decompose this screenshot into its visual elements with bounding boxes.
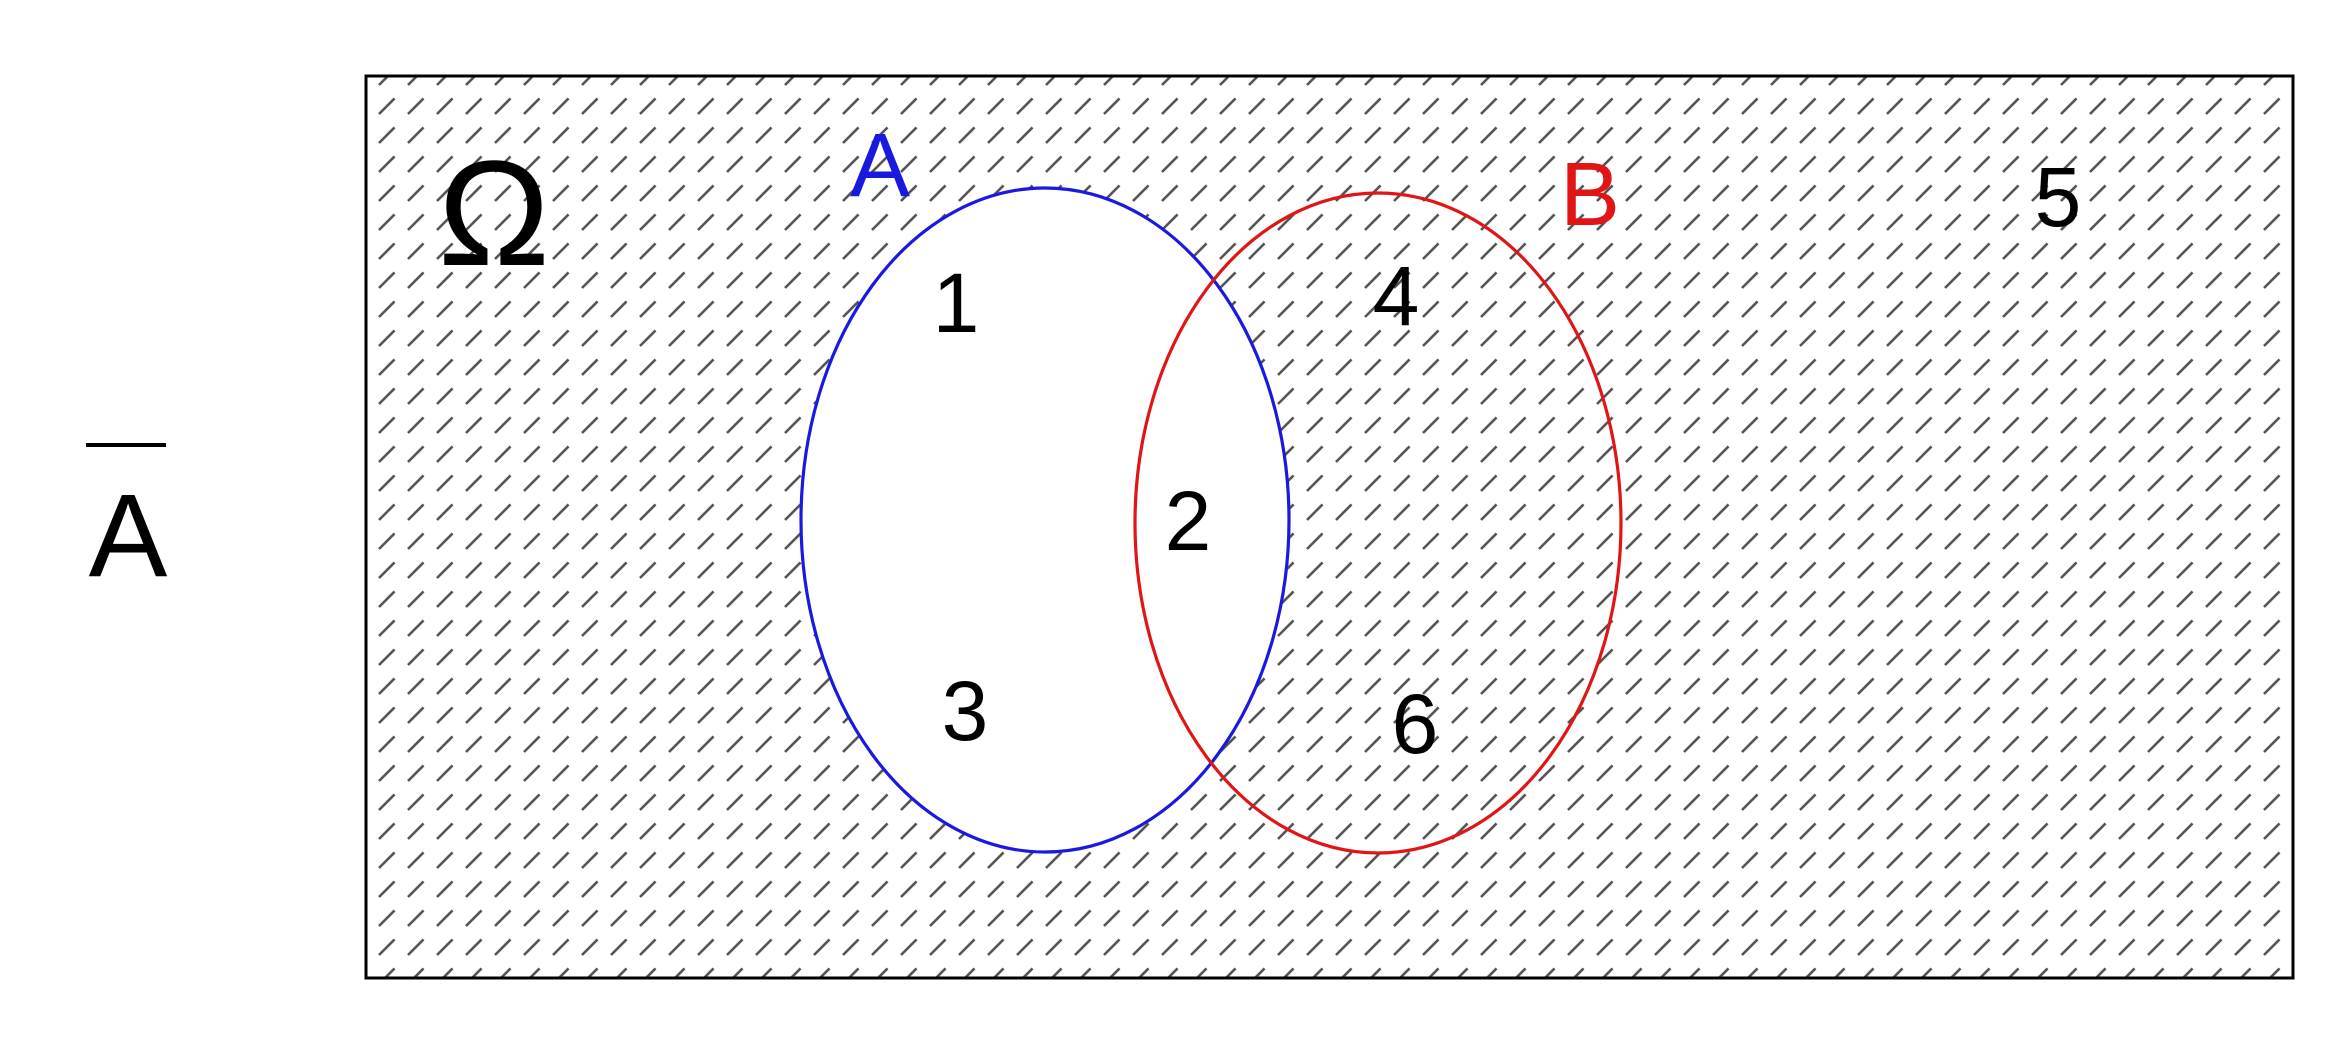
complement-shading (366, 76, 2293, 978)
region-label-6: 6 (1392, 677, 1439, 771)
region-label-4: 4 (1373, 249, 1420, 343)
set-b-label: B (1560, 145, 1620, 245)
region-labels: 1 2 3 4 5 6 (933, 150, 2082, 771)
universe-symbol: Ω (438, 129, 550, 297)
region-label-2: 2 (1165, 474, 1212, 568)
complement-letter: A (89, 470, 168, 602)
region-label-5: 5 (2035, 150, 2082, 244)
set-b-ellipse (1133, 191, 1623, 855)
region-label-1: 1 (933, 256, 980, 350)
universe-frame (364, 74, 2295, 980)
set-a-label: A (850, 116, 910, 216)
complement-label: A (86, 443, 168, 602)
region-label-3: 3 (942, 664, 989, 758)
set-a-ellipse (799, 186, 1291, 854)
